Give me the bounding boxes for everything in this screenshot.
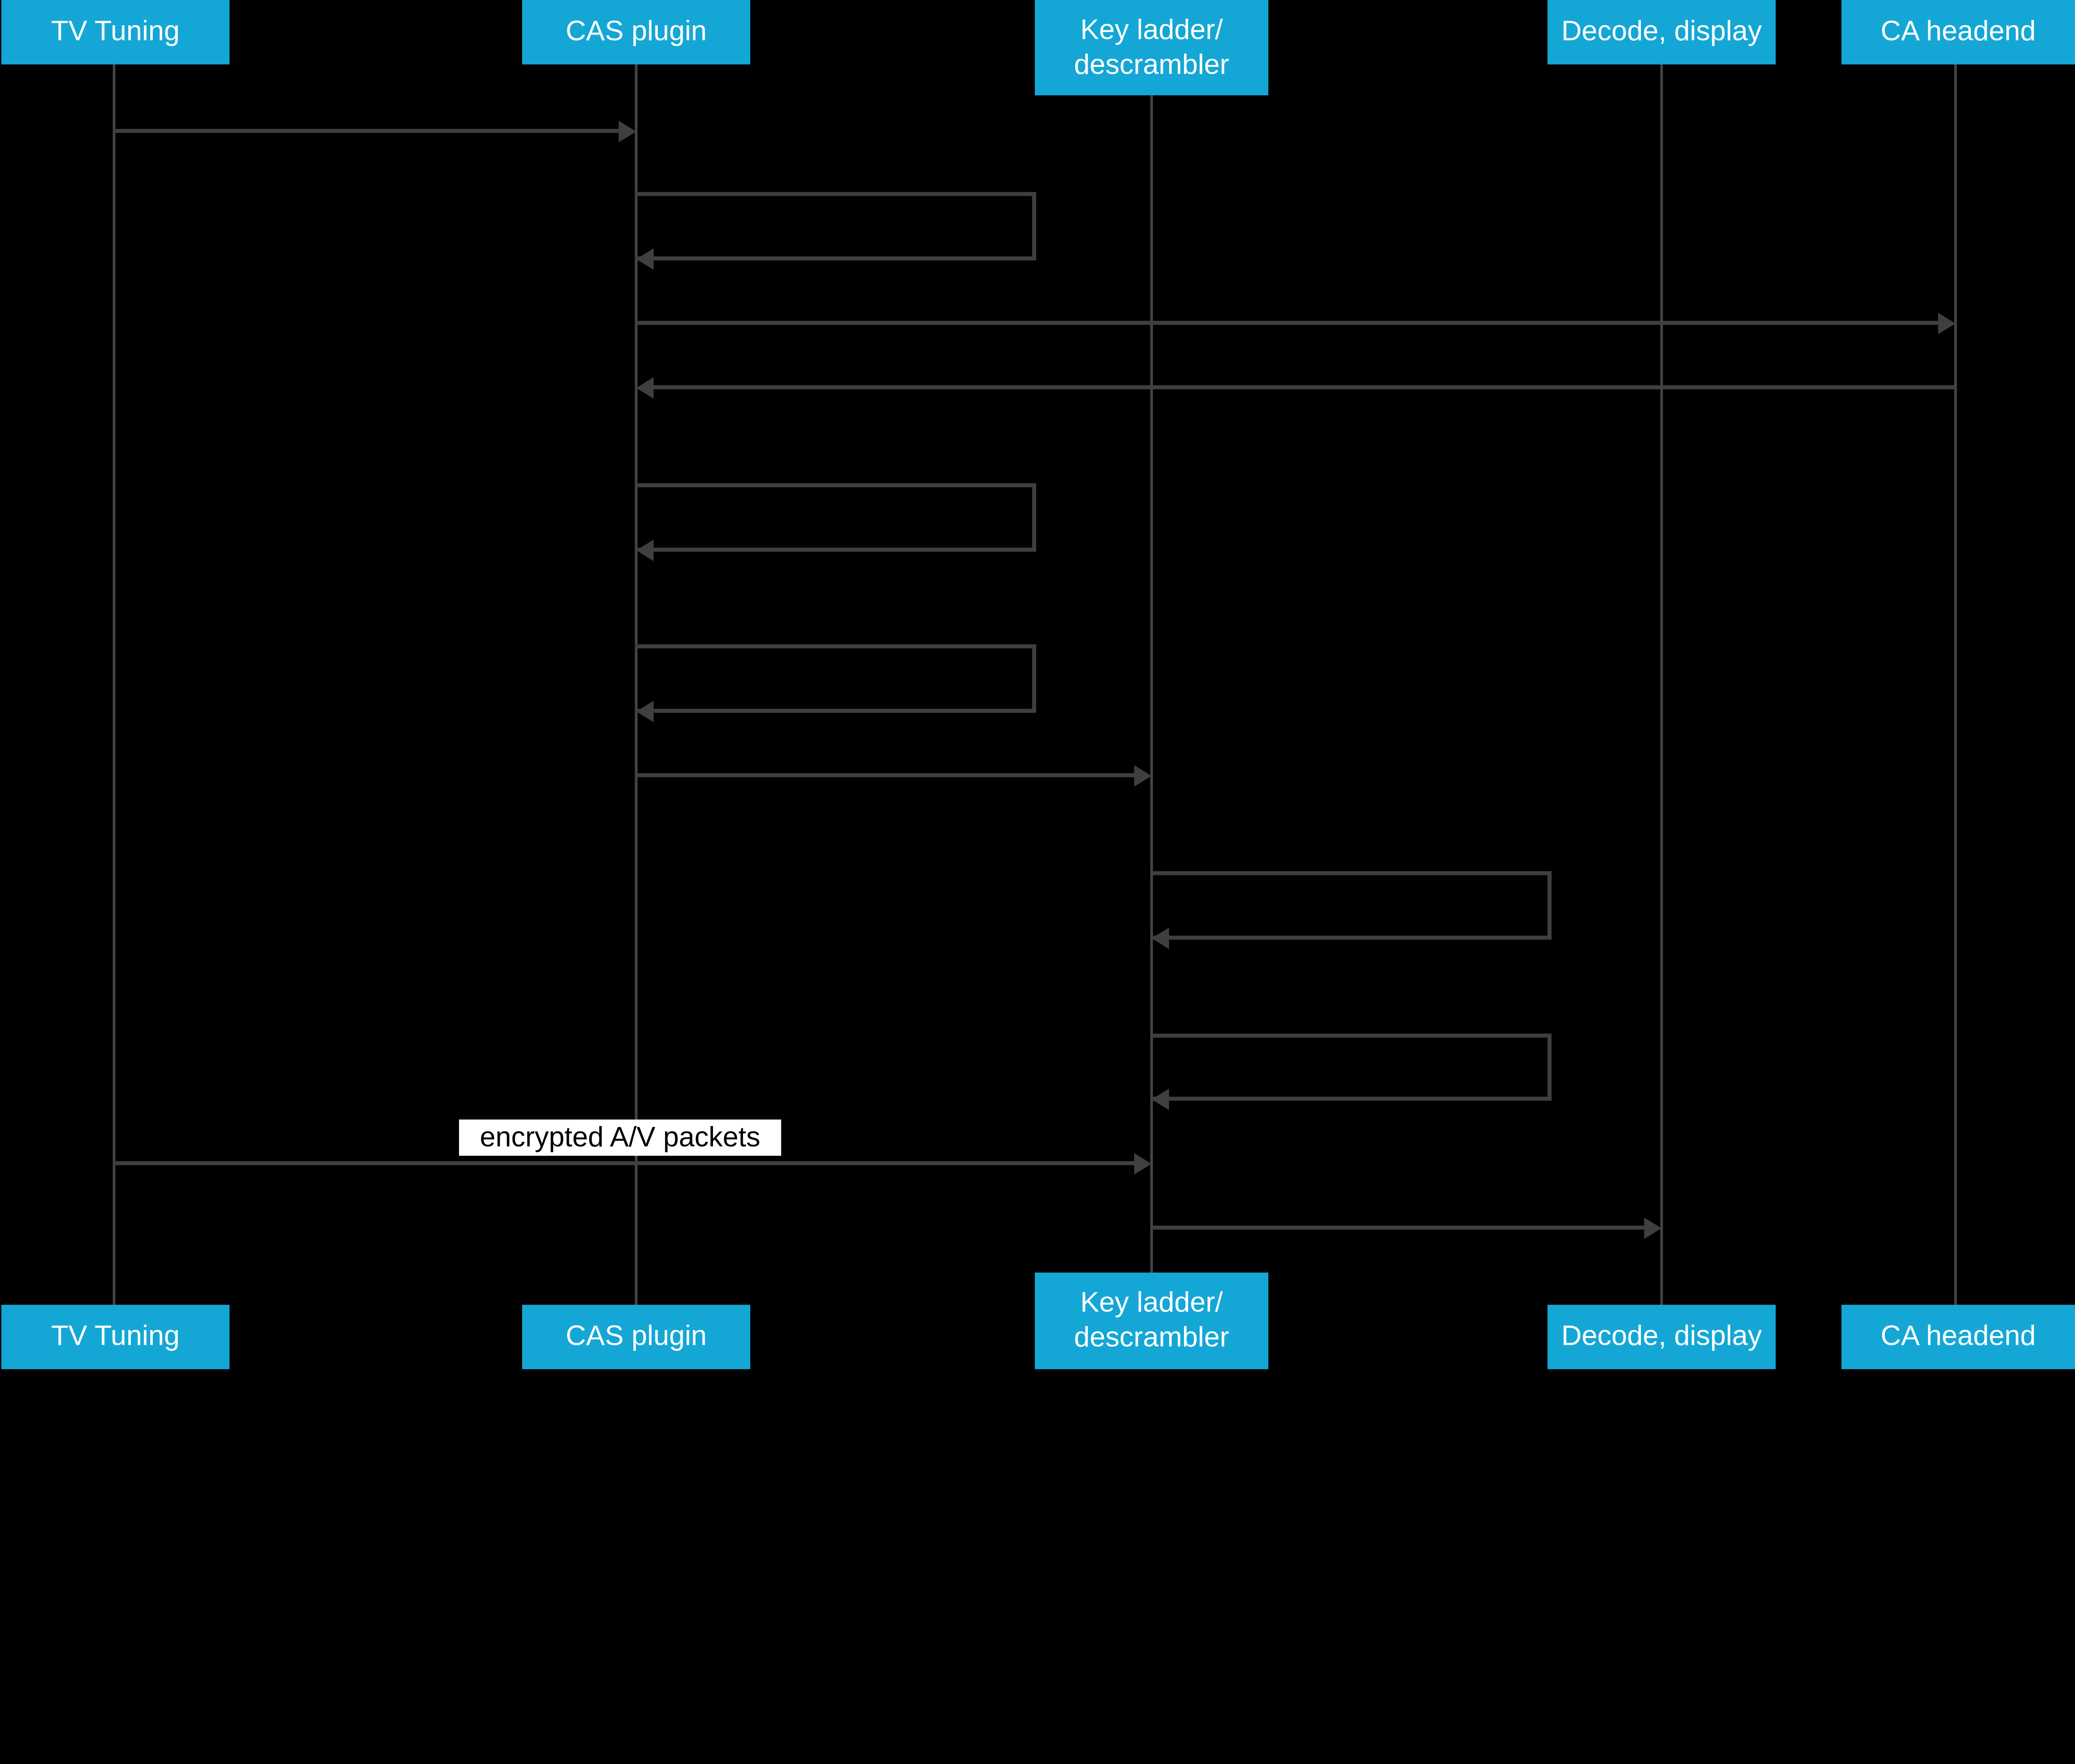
actor-top-box-cas: CAS plugin <box>522 0 750 65</box>
actor-bottom-box-cas: CAS plugin <box>522 1305 750 1369</box>
actor-label-line: Decode, display <box>1561 16 1762 47</box>
lifeline-tv <box>112 64 116 1305</box>
actor-label-line: CAS plugin <box>566 1321 707 1352</box>
actor-label-line: TV Tuning <box>51 16 180 47</box>
self-message-arrowhead-left <box>1151 1088 1169 1110</box>
actor-label-line: descrambler <box>1074 1322 1229 1354</box>
message-arrowhead-right <box>1134 1153 1152 1175</box>
message-arrowhead-right <box>1938 313 1956 335</box>
message-line <box>651 385 1956 389</box>
self-message-loop <box>636 192 1036 261</box>
self-message-arrowhead-left <box>636 248 654 270</box>
message-arrowhead-left <box>636 377 654 399</box>
actor-top-box-tv: TV Tuning <box>1 0 230 65</box>
message-arrowhead-right <box>1134 765 1152 787</box>
actor-label-line: CA headend <box>1880 16 2036 47</box>
actor-label-line: CA headend <box>1880 1321 2036 1352</box>
self-message-arrowhead-left <box>636 540 654 561</box>
actor-top-box-ca: CA headend <box>1841 0 2075 65</box>
self-message-loop <box>636 644 1036 713</box>
self-message-arrowhead-left <box>1151 927 1169 949</box>
message-line <box>1151 1225 1647 1230</box>
message-line <box>114 129 622 133</box>
actor-label-line: CAS plugin <box>566 16 707 47</box>
actor-label-line: Key ladder/ <box>1080 14 1223 45</box>
actor-top-box-kl: Key ladder/descrambler <box>1035 0 1269 95</box>
lifeline-decode <box>1660 64 1663 1305</box>
actor-bottom-box-kl: Key ladder/descrambler <box>1035 1272 1269 1369</box>
actor-bottom-box-tv: TV Tuning <box>1 1305 230 1369</box>
lifeline-cas <box>635 64 638 1305</box>
self-message-loop <box>1151 1033 1552 1101</box>
message-arrowhead-right <box>1644 1217 1662 1239</box>
lifeline-ca <box>1954 64 1957 1305</box>
message-line <box>636 320 1941 325</box>
actor-top-box-decode: Decode, display <box>1547 0 1776 65</box>
message-line <box>636 773 1137 777</box>
actor-bottom-box-ca: CA headend <box>1841 1305 2075 1369</box>
actor-label-line: descrambler <box>1074 49 1229 80</box>
self-message-loop <box>1151 871 1552 940</box>
actor-bottom-box-decode: Decode, display <box>1547 1305 1776 1369</box>
self-message-arrowhead-left <box>636 701 654 722</box>
message-arrowhead-right <box>618 121 636 142</box>
actor-label-line: Decode, display <box>1561 1321 1762 1352</box>
message-label: encrypted A/V packets <box>459 1119 781 1156</box>
self-message-loop <box>636 483 1036 552</box>
message-line <box>114 1161 1137 1165</box>
actor-label-line: Key ladder/ <box>1080 1287 1223 1318</box>
actor-label-line: TV Tuning <box>51 1321 180 1352</box>
lifeline-kl <box>1150 95 1153 1273</box>
